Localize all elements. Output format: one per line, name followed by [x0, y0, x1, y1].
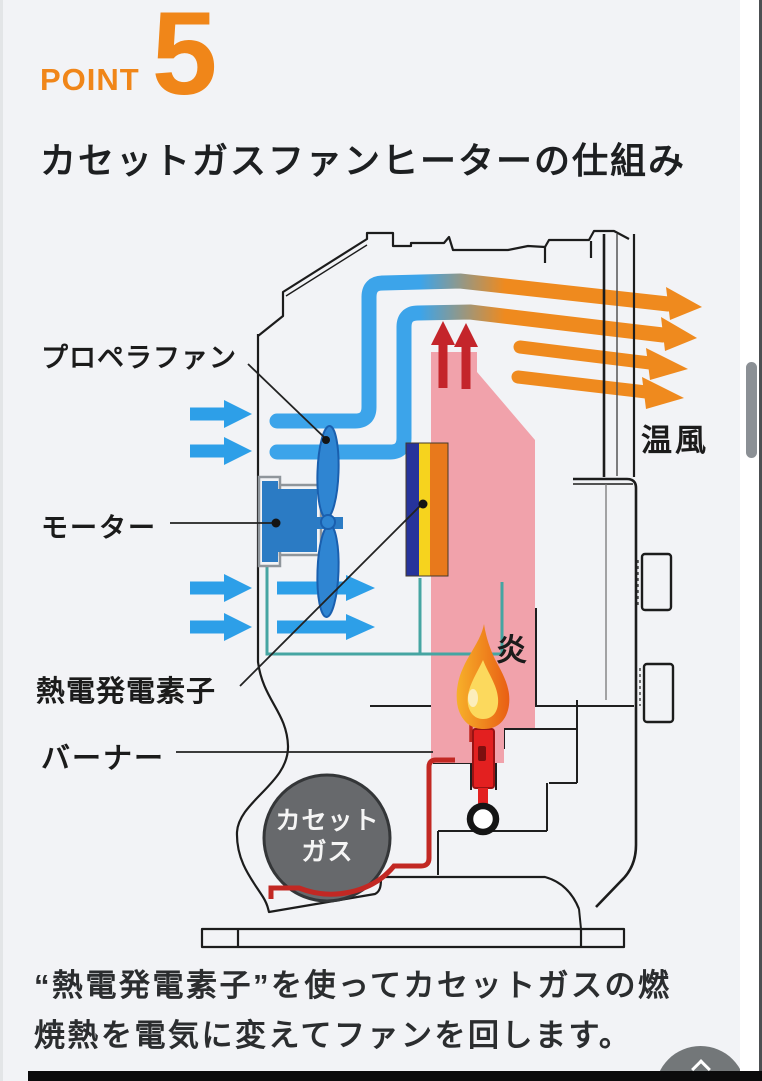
screen-right-border	[759, 0, 762, 1081]
label-burner: バーナー	[41, 743, 166, 775]
left-edge-shade	[0, 0, 3, 1081]
label-cassette-gas: カセット ガス	[264, 806, 391, 869]
label-cassette-gas-line2: ガス	[301, 838, 354, 867]
wire	[265, 562, 504, 656]
cool-air-arrows	[190, 400, 375, 641]
flame-icon	[456, 624, 510, 729]
caption-line1: “熱電発電素子”を使ってカセットガスの燃	[34, 968, 672, 1003]
air-duct	[269, 273, 676, 460]
gas-pipe	[268, 757, 455, 899]
label-motor: モーター	[41, 513, 157, 543]
caption-line2: 焼熱を電気に変えてファンを回します。	[34, 1017, 633, 1053]
propeller-fan	[316, 425, 340, 618]
label-cassette-gas-line1: カセット	[275, 807, 380, 835]
page-title: カセットガスファンヒーターの仕組み	[40, 140, 687, 181]
leader-dots	[271, 436, 428, 528]
label-flame: 炎	[496, 633, 527, 668]
bottom-bar	[28, 1071, 762, 1081]
label-thermoelectric-element: 熱電発電素子	[36, 676, 217, 708]
motor	[257, 475, 343, 568]
hot-air-arrows	[431, 321, 478, 389]
point-label: POINT	[40, 61, 140, 97]
thermoelectric-element	[405, 442, 449, 577]
point-badge: POINT 5	[40, 0, 218, 120]
label-propeller-fan: プロペラファン	[41, 343, 237, 373]
point-number: 5	[151, 0, 218, 120]
label-warm-air: 温風	[641, 423, 709, 458]
leader-lines	[170, 363, 433, 753]
scrollbar-thumb[interactable]	[746, 362, 757, 458]
combustion-chamber	[431, 352, 535, 763]
scrollbar-track[interactable]	[740, 0, 759, 1081]
cassette-gas-canister	[262, 773, 392, 903]
caption: “熱電発電素子”を使ってカセットガスの燃 焼熱を電気に変えてファンを回します。	[34, 961, 740, 1060]
heater-outline	[200, 229, 675, 949]
warm-air-arrows	[511, 287, 702, 409]
